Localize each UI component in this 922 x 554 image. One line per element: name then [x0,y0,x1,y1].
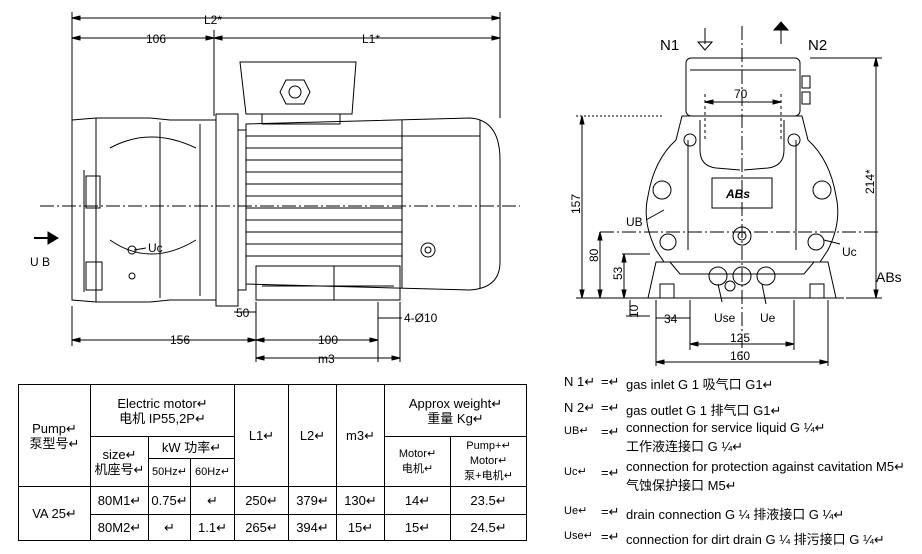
dim-34: 34 [664,312,678,326]
dim-156: 156 [170,333,190,347]
hz60-cell: ↵ [190,486,235,515]
dim-160: 160 [730,349,750,363]
kw-header: kW 功率↵ [148,436,235,459]
dim-100: 100 [318,333,338,347]
dim-106: 106 [146,32,166,46]
size-cell: 80M2↵ [90,514,149,541]
hz50-cell: 0.75↵ [148,486,191,515]
label-ue: Ue [760,311,776,325]
dim-157: 157 [569,194,583,214]
size-header: size↵机座号↵ [90,436,149,487]
hz60-cell: 1.1↵ [190,514,235,541]
table-row: 80M2↵ ↵ 1.1↵ 265↵ 394↵ 15↵ 15↵ 24.5↵ [19,514,527,541]
dim-80: 80 [587,248,601,262]
l1-header: L1↵ [234,384,289,487]
spec-table: Pump↵泵型号↵ Electric motor↵电机 IP55,2P↵ L1↵… [18,384,527,541]
technical-drawing: L2* L1* 106 156 50 100 m3 4-Ø10 Uc U B N… [30,12,902,366]
l2-cell: 379↵ [288,486,337,515]
dim-l2: L2* [204,13,222,27]
dim-10: 10 [627,304,641,318]
dim-l1: L1* [362,32,380,46]
motor-weight-cell: 15↵ [384,514,451,541]
weight-header: Approx weight↵重量 Kg↵ [384,384,527,437]
label-ub-side: U B [30,255,50,269]
dim-holes: 4-Ø10 [404,311,438,325]
l2-header: L2↵ [288,384,337,487]
m3-cell: 15↵ [336,514,385,541]
motor-weight-cell: 14↵ [384,486,451,515]
model-cell: VA 25↵ [18,486,91,541]
dim-50: 50 [236,306,250,320]
label-use: Use [714,311,736,325]
hz50-cell: ↵ [148,514,191,541]
label-uc-end: Uc [842,245,857,259]
motor-weight-header: Motor↵电机↵ [384,436,451,487]
motor-header: Electric motor↵电机 IP55,2P↵ [90,384,235,437]
brand-label: ABs [876,269,902,285]
label-n1: N1 [660,37,679,54]
hz50-header: 50Hz↵ [148,458,191,487]
dim-125: 125 [730,331,750,345]
l1-cell: 250↵ [234,486,289,515]
dim-70: 70 [734,87,748,101]
label-uc-side: Uc [148,241,163,255]
l2-cell: 394↵ [288,514,337,541]
brand-plate: ABs [725,187,750,201]
hz60-header: 60Hz↵ [190,458,235,487]
total-weight-cell: 23.5↵ [450,486,527,515]
m3-header: m3↵ [336,384,385,487]
dim-m3: m3 [318,352,335,366]
label-n2: N2 [808,37,827,54]
total-weight-header: Pump+↵Motor↵泵+电机↵ [450,436,527,487]
dim-214: 214* [863,169,877,194]
table-row: VA 25↵ 80M1↵ 0.75↵ ↵ 250↵ 379↵ 130↵ 14↵ … [18,486,527,541]
total-weight-cell: 24.5↵ [450,514,527,541]
label-ub-end: UB [626,215,643,229]
pump-header: Pump↵泵型号↵ [18,384,91,487]
dim-53: 53 [611,266,625,280]
m3-cell: 130↵ [336,486,385,515]
size-cell: 80M1↵ [90,486,149,515]
l1-cell: 265↵ [234,514,289,541]
